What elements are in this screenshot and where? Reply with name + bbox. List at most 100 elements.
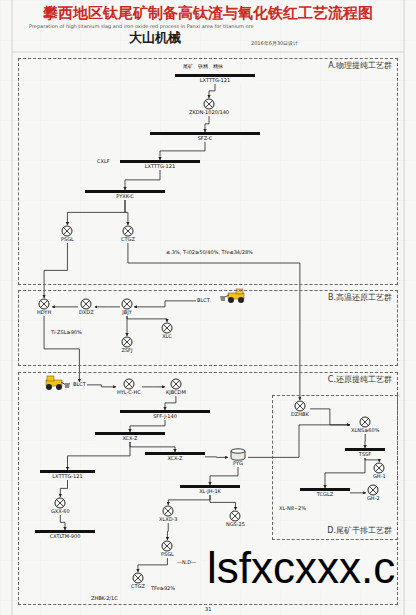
equipment-circle: KJBCDM [165,378,187,396]
pump-circle [122,337,132,347]
process-group: B.高温还原工艺群HDYHDXDZJBJYBLCTXLCZSFJ [18,290,398,366]
pump-cross [296,403,303,410]
flow-line [52,306,78,307]
logo-text: 大山机械 [128,31,182,46]
equipment-code: PSGL [161,552,174,558]
equipment-code: LXTTTG-121 [122,164,198,170]
grade-note: TFe≥92% [150,586,176,592]
separator-bar: TSSF [345,448,385,458]
loader-wheel [46,384,52,390]
tank-top [231,449,245,453]
flow-line [325,458,365,488]
flow-line [60,480,67,497]
storage-tank: PYG [228,448,248,467]
pump-circle [162,541,172,551]
pump-symbol [121,298,133,310]
pump-symbol [121,336,133,348]
flow-line [210,495,235,510]
pump-cross [124,228,131,235]
frame-line [12,52,404,53]
pump-symbol [80,298,92,310]
pump-symbol [170,378,182,390]
pump-cross [164,543,171,550]
pump-circle [360,417,370,427]
equipment-code: XLC [162,334,172,340]
flow-line [350,492,366,493]
equipment-code: GXX-60 [51,509,70,515]
pump-cross [165,508,172,515]
group-heading: A.物理提纯工艺群 [327,62,393,71]
pump-cross [206,101,213,108]
equipment-circle: DXDZ [78,298,95,316]
pump-cross [125,381,132,388]
equipment-code: GH-2 [367,496,380,502]
flow-line [167,523,169,540]
flow-line [142,386,165,387]
equipment-code: CXLF [96,159,111,165]
pump-cross [370,487,377,494]
equipment-code: ZHBK-2/1C [90,596,119,602]
pump-cross [362,419,369,426]
pump-circle [295,401,305,411]
pump-symbol [229,510,241,522]
loader-icon [220,289,244,303]
pump-cross [124,339,131,346]
pump-symbol [162,505,174,517]
flow-line [87,385,116,387]
separator-bar: XCX-Z [95,432,165,442]
separator-bar: XCX-Z [145,452,205,462]
equipment-code: PYXK-C [87,194,163,200]
equipment-code: TCGLZ [302,492,348,498]
frame-line [404,0,405,615]
flow-line [95,306,120,307]
pump-circle [81,299,91,309]
equipment-code: JBJY [122,310,131,316]
flow-line [205,116,209,132]
equipment-circle: ZKDN-1020/140 [188,98,230,116]
group-heading: C.还原提纯工艺群 [327,376,393,385]
loader-wheel [56,384,62,390]
equipment-circle: XLXD-3 [158,505,178,523]
flow-line [365,434,366,448]
grade-note: Ti-ZSL≥90% [50,330,83,336]
title: 攀西地区钛尾矿制备高钛渣与氧化铁红工艺流程图 [0,4,416,22]
equipment-code: HYL-C-HC [117,390,141,396]
equipment-code: PYG [233,461,243,467]
loader-icon [46,376,70,390]
flow-line [209,84,215,98]
process-group: D.尾矿干排工艺群DZHBKXLNS≥60%TSSFGH-1TCGLZGH-2 [272,395,398,540]
flow-line [68,442,131,470]
flow-line [130,442,175,452]
pump-circle [62,226,72,236]
flow-line [67,200,125,225]
equipment-code: DXDZ [79,310,94,316]
equipment-code: ZKDN-1020/140 [189,110,229,116]
grade-note: XL-N8~2% [278,506,307,512]
separator-bar: LXTTTG-121 [120,160,200,170]
equipment-code: ZSFJ [122,348,133,354]
separator-bar: PYXK-C [85,190,165,200]
flow-line [125,170,160,190]
equipment-code: CXTLTM-900 [37,534,93,540]
loader-station: BLCT [196,298,211,304]
separator-bar: SFZ-C [150,132,260,142]
page-number: 31 [204,607,212,613]
separator-bar: LXTTTG-121 [175,74,255,84]
group-heading: B.高温还原工艺群 [327,294,393,303]
equipment-circle: ZSFJ [120,336,134,354]
flow-line [165,396,176,410]
equipment-circle: PSGL [160,540,175,558]
flow-line [134,301,196,307]
pump-symbol [161,540,173,552]
equipment-circle: DZHBK [290,400,310,418]
equipment-code: XLXD-3 [159,517,177,523]
pump-cross [83,301,90,308]
pump-circle [133,573,143,583]
pump-cross [134,575,141,582]
pump-cross [57,500,64,507]
equipment-circle: NGS-25 [225,510,246,528]
separator-bar: TCGLZ [300,488,350,498]
loader-wheel [228,297,234,303]
equipment-code: XCX-Z [147,456,203,462]
